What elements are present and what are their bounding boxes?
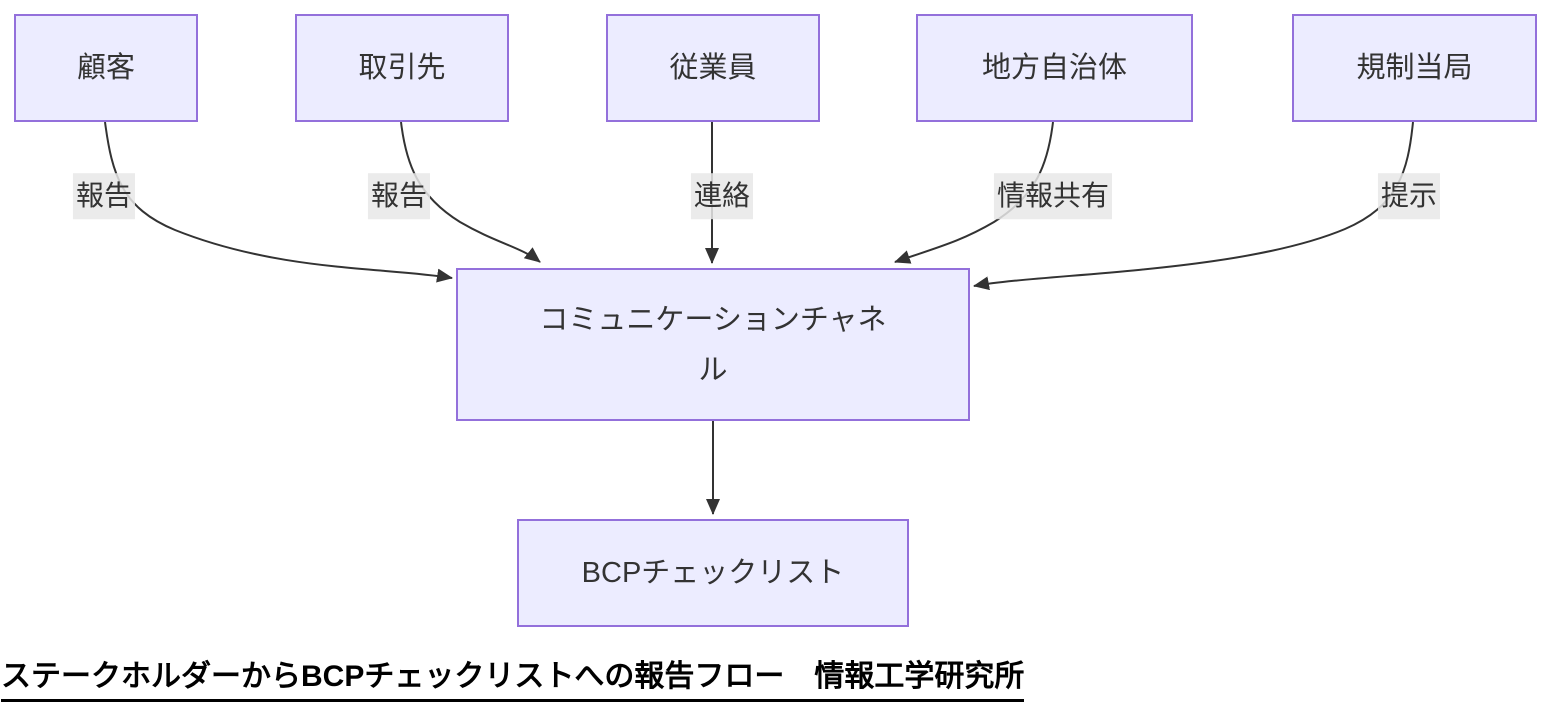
edge-local-government-to-channel [894,121,1054,264]
edge-supplier-to-channel [400,121,541,263]
edge-customer-to-channel [104,121,453,283]
node-local-government: 地方自治体 [916,14,1193,122]
diagram-caption-text: ステークホルダーからBCPチェックリストへの報告フロー 情報工学研究所 [1,658,1025,702]
edge-label-customer-report: 報告 [72,173,136,219]
node-customer-label: 顧客 [76,52,135,84]
node-communication-channel-label: コミュニケーションチャネル [539,303,887,386]
node-employee-label: 従業員 [669,52,757,84]
diagram-caption: ステークホルダーからBCPチェックリストへの報告フロー 情報工学研究所 [1,658,1025,702]
node-regulator-label: 規制当局 [1356,52,1473,84]
node-employee: 従業員 [606,14,820,122]
edge-label-local-government-info-sharing: 情報共有 [993,173,1113,219]
node-regulator: 規制当局 [1292,14,1537,122]
node-bcp-checklist-label: BCPチェックリスト [581,557,845,589]
edge-label-supplier-report: 報告 [367,173,431,219]
node-customer: 顧客 [14,14,198,122]
node-bcp-checklist: BCPチェックリスト [517,519,909,627]
node-supplier: 取引先 [295,14,509,122]
edge-label-regulator-presentation: 提示 [1377,173,1441,219]
edge-label-employee-contact: 連絡 [690,173,754,219]
node-supplier-label: 取引先 [358,52,446,84]
node-local-government-label: 地方自治体 [981,52,1127,84]
node-communication-channel: コミュニケーションチャネル [456,268,970,421]
